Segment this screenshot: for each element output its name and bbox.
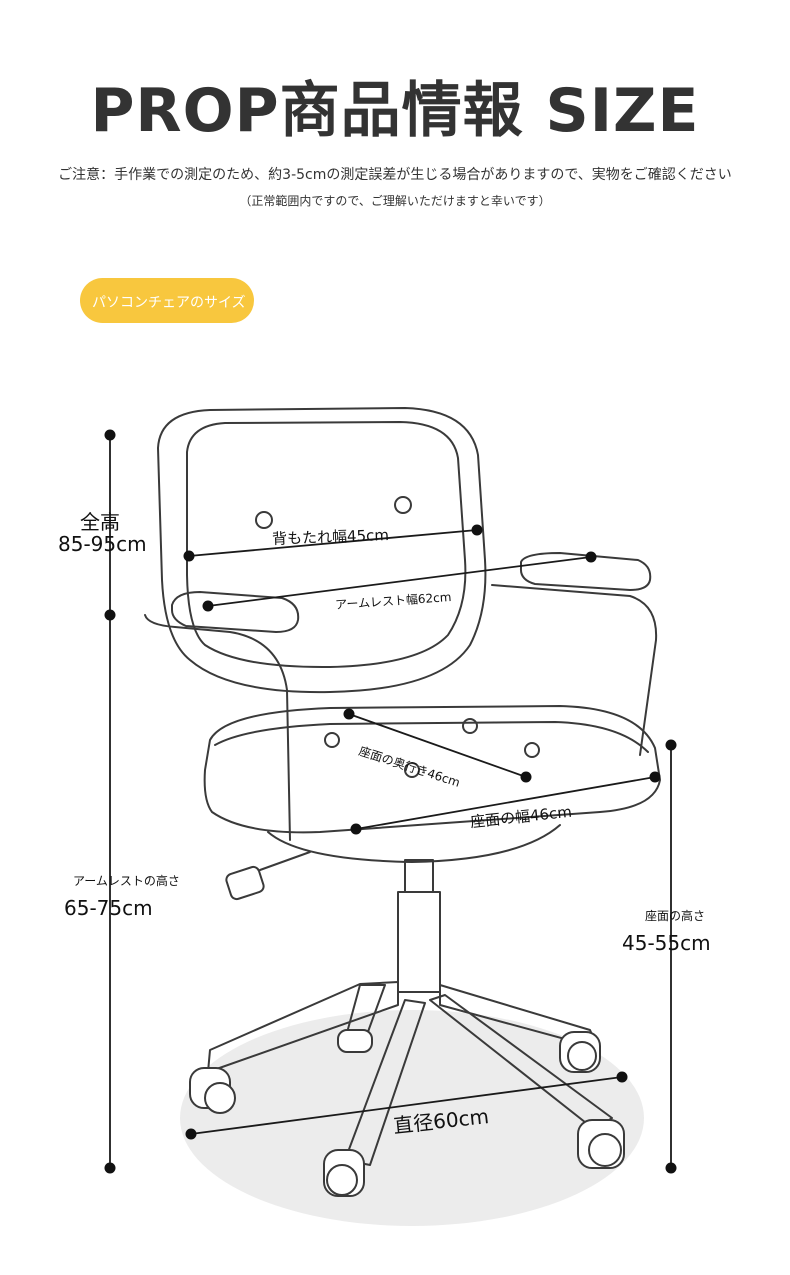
gas-cylinder [404, 859, 434, 893]
dimension-dot [665, 739, 677, 751]
backrest-width-line [188, 529, 478, 557]
dimension-dot [185, 1128, 197, 1140]
dimension-dot [471, 524, 483, 536]
backrest-button [255, 511, 273, 529]
base-leg [344, 999, 426, 1166]
seat-height-label: 座面の高さ [645, 909, 706, 923]
backrest-cushion [186, 421, 467, 669]
gas-sleeve [397, 891, 441, 993]
dimension-dot [520, 771, 532, 783]
armrest-height-label: アームレストの高さ [73, 874, 180, 888]
floor-shadow [180, 1010, 644, 1226]
dimension-dot [104, 1162, 116, 1174]
seat-button [462, 718, 478, 734]
section-pill: パソコンチェアのサイズ [80, 278, 254, 323]
dimension-dot [665, 1162, 677, 1174]
caster-wheel [588, 1133, 622, 1167]
seat-button [524, 742, 540, 758]
seat-width-line [355, 776, 656, 830]
height-lever [259, 851, 311, 871]
dimension-dot [183, 550, 195, 562]
base-diameter-line [190, 1076, 623, 1135]
dimension-dot [104, 609, 116, 621]
backrest-button [394, 496, 412, 514]
dimension-dot [649, 771, 661, 783]
caster-wheel [326, 1164, 358, 1196]
measurement-note-sub: （正常範囲内ですので、ご理解いただけますと幸いです） [239, 194, 551, 208]
total-height-label: 全高 [80, 510, 120, 534]
seat-height-value: 45-55cm [622, 931, 711, 955]
dimension-dot [585, 551, 597, 563]
backrest-frame [157, 407, 487, 694]
armrest-height-value: 65-75cm [64, 896, 153, 920]
base-leg [207, 981, 399, 1073]
seat-depth-line [348, 713, 527, 778]
seat-cushion [203, 705, 661, 834]
total-height-value: 85-95cm [58, 532, 147, 556]
dimension-dot [616, 1071, 628, 1083]
dimension-dot [202, 600, 214, 612]
armrest-width-line [207, 556, 592, 607]
dimension-dot [350, 823, 362, 835]
section-label: パソコンチェアのサイズ [92, 295, 246, 311]
right-armrest-pad [519, 552, 652, 591]
page-title: PROP商品情報 SIZE [90, 76, 700, 146]
seat-underside [267, 824, 561, 863]
seat-button [324, 732, 340, 748]
backrest-width-label: 背もたれ幅45cm [271, 525, 390, 549]
caster-wheel [204, 1082, 236, 1114]
base-leg [429, 994, 613, 1131]
caster-wheel [567, 1041, 597, 1071]
lever-handle [225, 865, 265, 901]
left-arm-frame [144, 614, 291, 841]
caster [337, 1029, 373, 1053]
dimension-dot [104, 429, 116, 441]
left-armrest-pad [171, 591, 300, 633]
measurement-note: ご注意：手作業での測定のため、約3-5cmの測定誤差が生じる場合がありますので、… [58, 167, 732, 183]
seat-button [404, 762, 420, 778]
seat-top-edge [214, 721, 649, 753]
right-arm-frame [491, 584, 658, 756]
dimension-dot [343, 708, 355, 720]
